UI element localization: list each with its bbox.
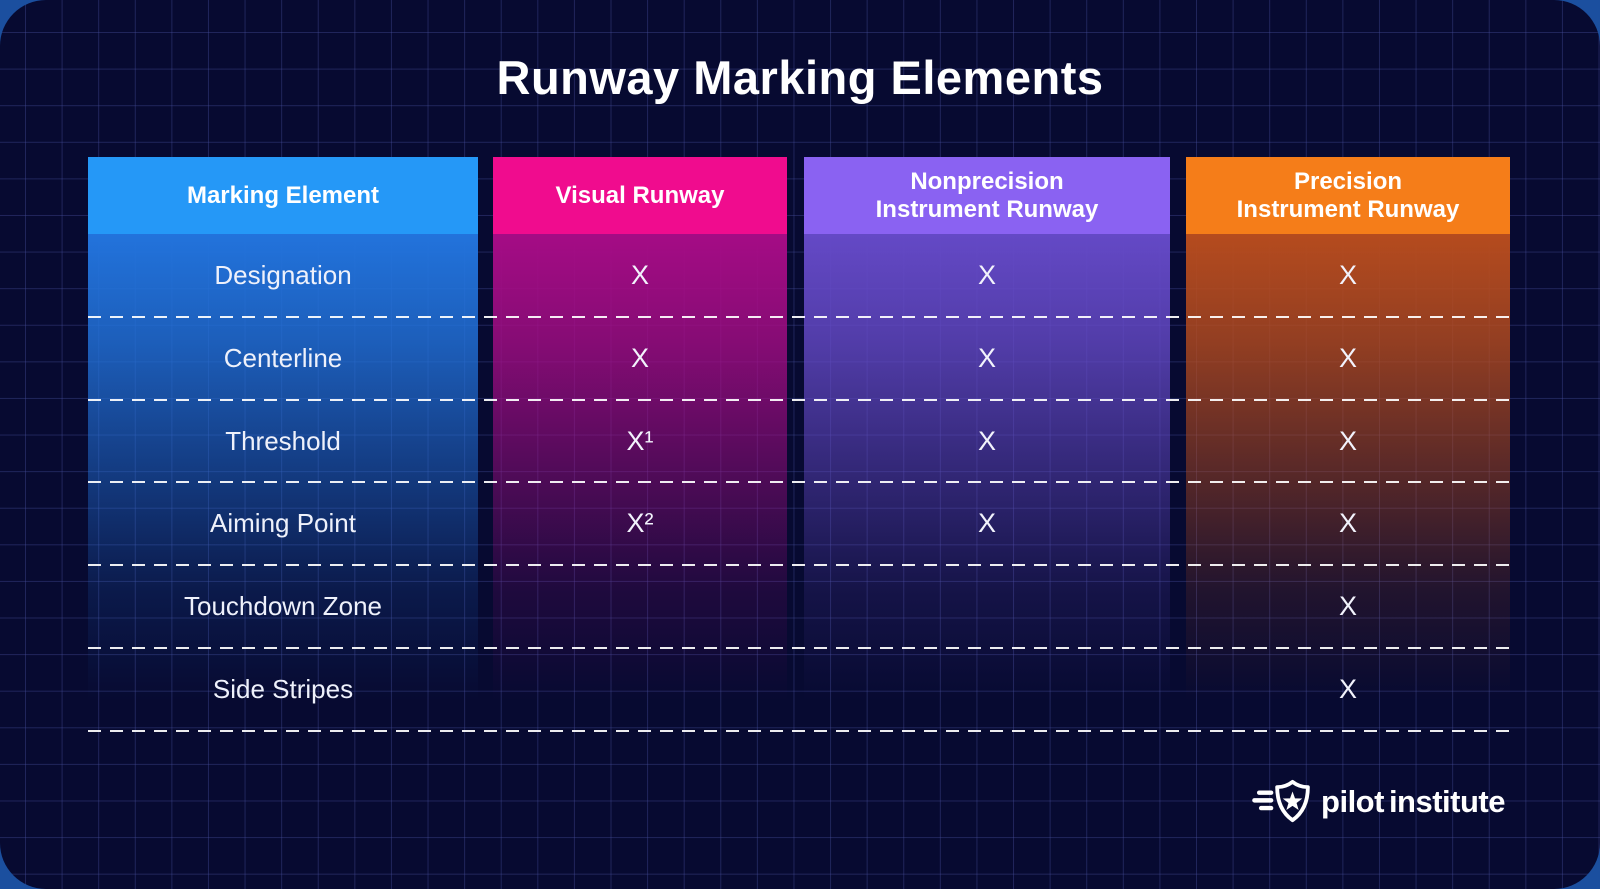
table-cell: X [977,259,996,290]
table-cell: X [1338,508,1357,539]
column-header-nonprecision-instrument-runway: Nonprecision Instrument Runway [804,157,1170,234]
row-label: Side Stripes [212,674,354,705]
column-header-precision-instrument-runway: Precision Instrument Runway [1186,157,1510,234]
logo-text-institute: institute [1388,784,1506,819]
table-cell: X² [626,508,654,539]
column-header-visual-runway: Visual Runway [493,157,787,234]
column-header-marking-element: Marking Element [88,157,478,234]
table-cell: X [977,342,996,373]
table-row-side-stripes: Side Stripes X [88,648,1510,732]
logo-text-pilot: pilot [1321,784,1384,819]
table-cell: X [1338,425,1357,456]
table-cell: X [977,508,996,539]
table-cell [493,565,787,648]
table-cell [804,648,1170,731]
table-cell: X [630,259,649,290]
table-cell: X [1338,674,1357,705]
table-row-aiming-point: Aiming Point X² X X [88,482,1510,567]
row-label: Centerline [223,342,343,373]
table-row-threshold: Threshold X¹ X X [88,400,1510,484]
table-row-centerline: Centerline X X X [88,317,1510,401]
table-cell: X [1338,342,1357,373]
row-label: Designation [214,259,352,290]
row-label: Touchdown Zone [183,591,383,622]
table-cell: X [1338,591,1357,622]
pilot-institute-shield-icon [1252,779,1310,823]
table-cell [804,565,1170,648]
table-cell: X¹ [626,425,654,456]
table-row-designation: Designation X X X [88,234,1510,318]
table-row-touchdown-zone: Touchdown Zone X [88,565,1510,649]
table-cell: X [1338,259,1357,290]
table-cell: X [630,342,649,373]
row-label: Aiming Point [210,508,356,539]
table-cell: X [977,425,996,456]
page-title: Runway Marking Elements [496,51,1104,104]
table-cell [493,648,787,731]
row-label: Threshold [225,425,341,456]
